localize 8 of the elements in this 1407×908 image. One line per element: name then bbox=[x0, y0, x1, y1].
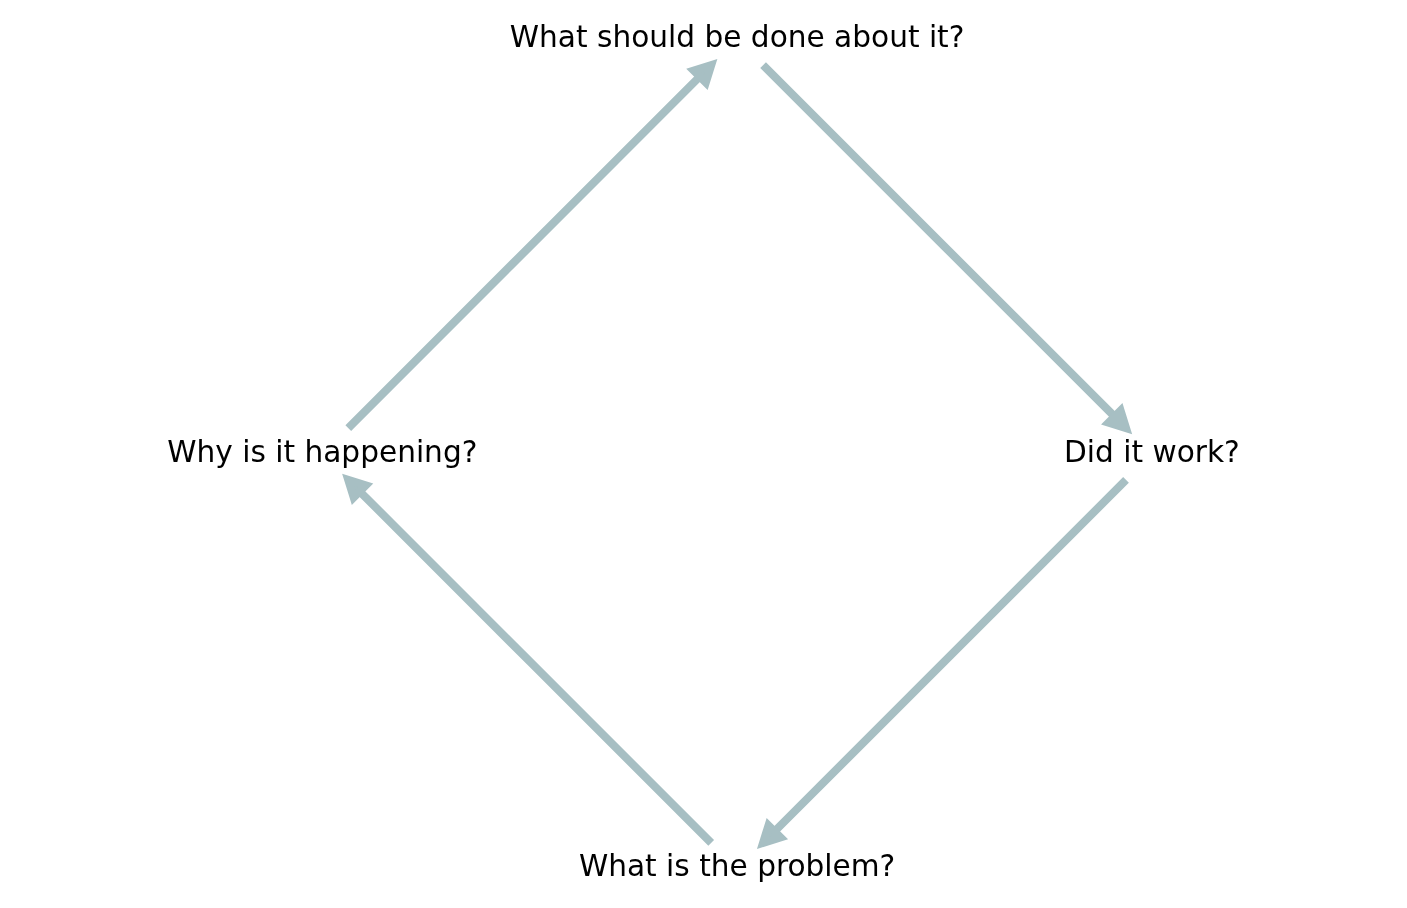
arrow bbox=[756, 477, 1129, 849]
node-text: What should be done about it? bbox=[509, 19, 965, 54]
node-text: Did it work? bbox=[1064, 434, 1240, 469]
arrow bbox=[342, 473, 715, 846]
arrow bbox=[345, 59, 718, 431]
arrow bbox=[760, 62, 1133, 435]
node-text: What is the problem? bbox=[578, 849, 896, 884]
node-text: Why is it happening? bbox=[167, 434, 478, 469]
